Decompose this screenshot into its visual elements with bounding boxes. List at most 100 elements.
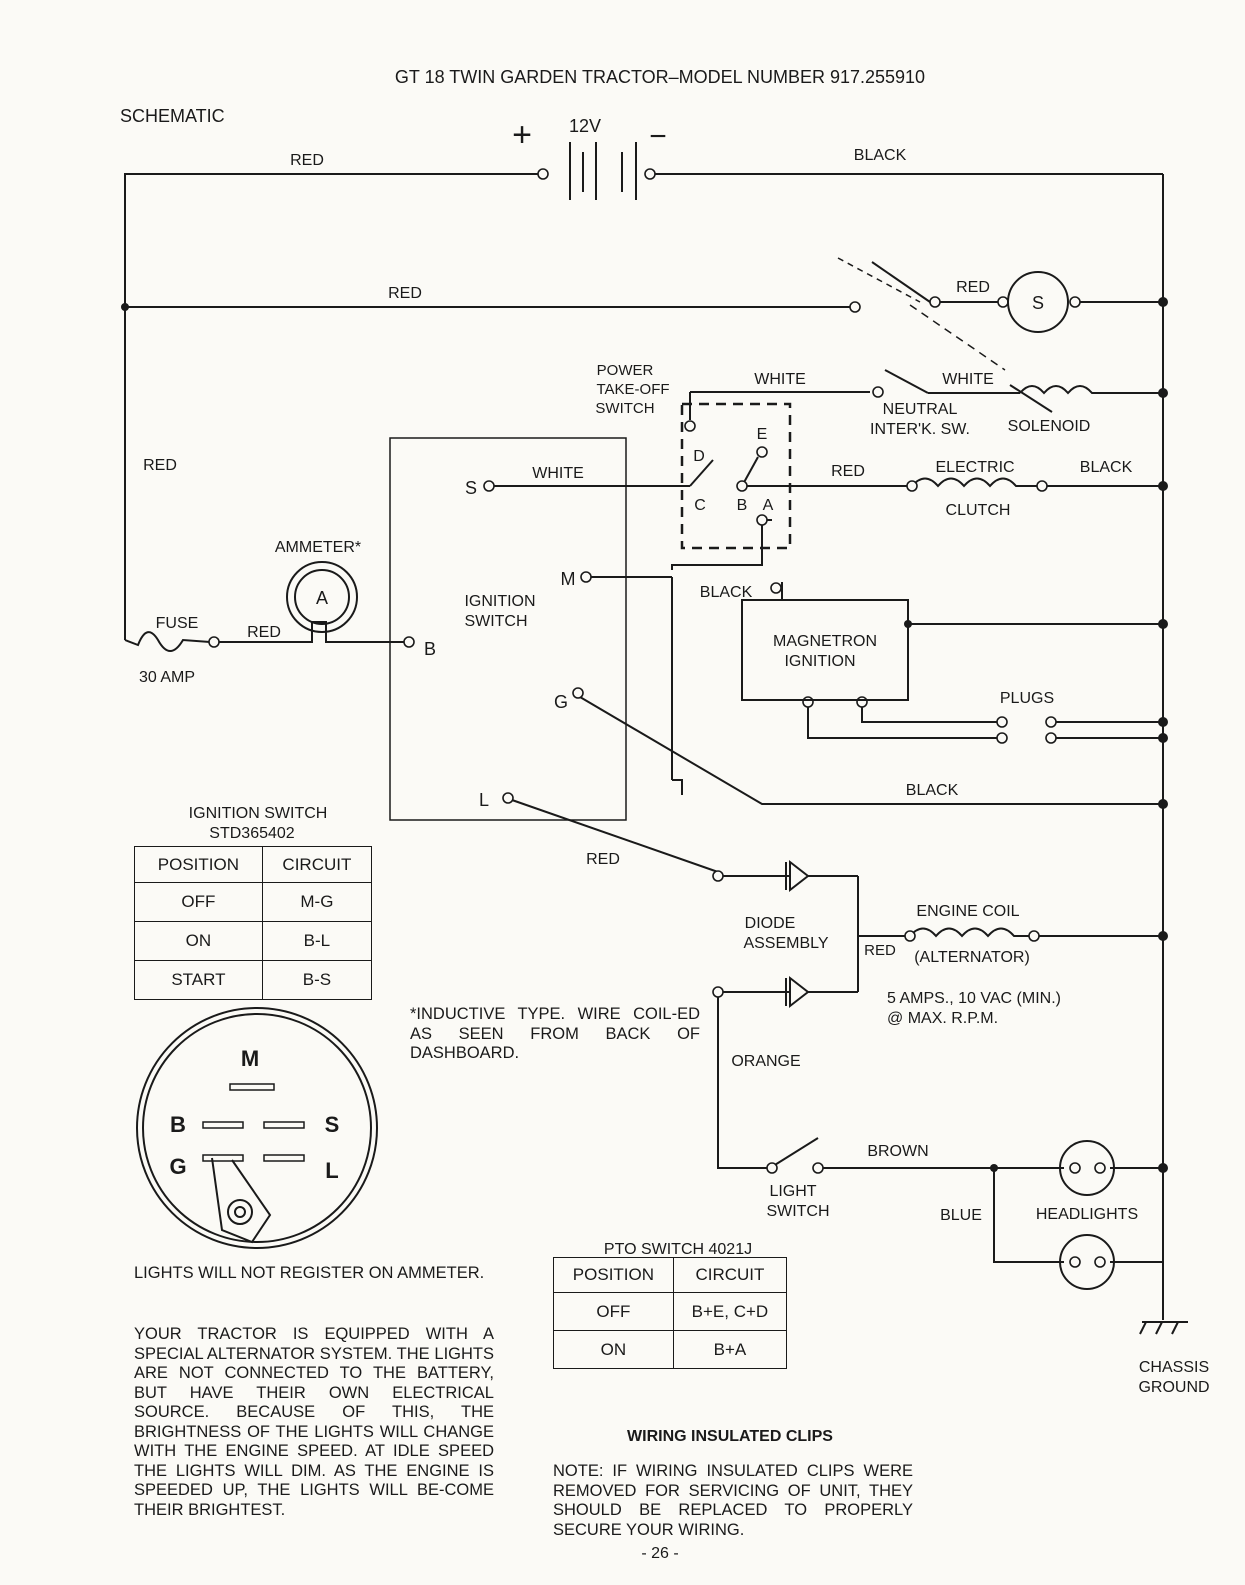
table-row: ON B-L <box>134 921 373 961</box>
battery-positive-label: + <box>512 116 532 154</box>
inductive-note: *INDUCTIVE TYPE. WIRE COIL-ED AS SEEN FR… <box>410 1005 700 1062</box>
alternator-note: YOUR TRACTOR IS EQUIPPED WITH A SPECIAL … <box>134 1325 494 1519</box>
page-title: GT 18 TWIN GARDEN TRACTOR–MODEL NUMBER 9… <box>395 67 925 87</box>
wire-label-red: RED <box>247 624 281 641</box>
ignition-terminal-s: S <box>465 478 477 498</box>
chassis-ground-label: CHASSIS <box>1139 1359 1209 1376</box>
ammeter-label: AMMETER* <box>275 539 361 556</box>
table-header: CIRCUIT <box>261 846 373 883</box>
pto-switch-table: POSITION CIRCUIT OFF B+E, C+D ON B+A <box>553 1257 788 1369</box>
coil-rating: 5 AMPS., 10 VAC (MIN.) <box>887 990 1061 1007</box>
headlights-label: HEADLIGHTS <box>1036 1206 1138 1223</box>
light-switch-label: SWITCH <box>766 1203 829 1220</box>
wire-label-black: BLACK <box>1080 459 1133 476</box>
light-switch-label: LIGHT <box>769 1183 816 1200</box>
ignition-terminal-l: L <box>479 790 489 810</box>
wire-label-white: WHITE <box>942 371 994 388</box>
pto-table-title: PTO SWITCH 4021J <box>604 1241 752 1258</box>
table-cell: B+E, C+D <box>672 1292 788 1331</box>
table-cell: OFF <box>134 882 263 922</box>
face-label-l: L <box>325 1158 338 1183</box>
ignition-terminal-g: G <box>554 692 568 712</box>
fuse-rating: 30 AMP <box>139 669 195 686</box>
headlight-icon <box>1059 1140 1115 1290</box>
table-row: OFF B+E, C+D <box>553 1292 788 1331</box>
battery-icon <box>569 142 637 200</box>
ignition-table-part: STD365402 <box>209 825 294 842</box>
ignition-table-title: IGNITION SWITCH <box>189 805 328 822</box>
pto-switch-label: POWER <box>597 362 654 379</box>
pto-switch-label: TAKE-OFF <box>596 381 669 398</box>
pto-terminal-e: E <box>757 426 768 443</box>
pto-terminal-b: B <box>737 497 748 514</box>
diode-assembly-label: ASSEMBLY <box>743 935 828 952</box>
face-label-s: S <box>325 1112 340 1137</box>
junction-dots <box>121 297 1168 1173</box>
ignition-switch-label: IGNITION <box>464 593 535 610</box>
chassis-ground-icon <box>1139 1321 1188 1335</box>
ignition-switch-face <box>136 1007 378 1249</box>
ignition-switch-label: SWITCH <box>464 613 527 630</box>
diode-assembly-label: DIODE <box>745 915 796 932</box>
page-number: - 26 - <box>641 1545 678 1562</box>
clutch-label: CLUTCH <box>946 502 1011 519</box>
ignition-terminal-b: B <box>424 639 436 659</box>
wire-label-white: WHITE <box>532 465 584 482</box>
ignition-terminal-m: M <box>561 569 576 589</box>
pto-terminal-c: C <box>694 497 706 514</box>
chassis-ground-label: GROUND <box>1138 1379 1209 1396</box>
battery-negative-label: − <box>649 120 667 153</box>
lights-note: LIGHTS WILL NOT REGISTER ON AMMETER. <box>134 1264 485 1282</box>
magnetron-label: IGNITION <box>784 653 855 670</box>
ignition-switch-table: POSITION CIRCUIT OFF M-G ON B-L START B-… <box>134 846 373 1000</box>
wire-label-black: BLACK <box>854 147 907 164</box>
pto-terminal-a: A <box>763 497 774 514</box>
solenoid-label: SOLENOID <box>1008 418 1091 435</box>
table-cell: OFF <box>553 1292 674 1331</box>
battery-voltage: 12V <box>569 116 601 136</box>
table-cell: ON <box>553 1330 674 1369</box>
pto-terminal-d: D <box>693 448 705 465</box>
table-cell: B+A <box>672 1330 788 1369</box>
clips-note: NOTE: IF WIRING INSULATED CLIPS WERE REM… <box>553 1462 913 1539</box>
wire-label-red: RED <box>956 279 990 296</box>
table-cell: B-S <box>261 960 373 1000</box>
engine-coil-label: ENGINE COIL <box>916 903 1019 920</box>
wire-label-red: RED <box>831 463 865 480</box>
pto-switch-label: SWITCH <box>595 400 654 417</box>
wire-label-red: RED <box>143 457 177 474</box>
neutral-switch-label: NEUTRAL <box>883 401 958 418</box>
section-label: SCHEMATIC <box>120 106 225 126</box>
wire-label-orange: ORANGE <box>731 1053 800 1070</box>
neutral-switch-label: INTER'K. SW. <box>870 421 970 438</box>
wire-label-blue: BLUE <box>940 1207 982 1224</box>
ammeter-symbol: A <box>316 588 328 608</box>
table-row: START B-S <box>134 960 373 1000</box>
starter-symbol: S <box>1032 293 1044 313</box>
clips-title: WIRING INSULATED CLIPS <box>627 1428 833 1445</box>
magnetron-box <box>741 599 909 701</box>
wiring <box>124 173 1164 1320</box>
wire-label-brown: BROWN <box>867 1143 928 1160</box>
wire-label-white: WHITE <box>754 371 806 388</box>
ignition-switch-box <box>389 437 627 821</box>
face-label-b: B <box>170 1112 186 1137</box>
engine-coil-label: (ALTERNATOR) <box>914 949 1030 966</box>
wire-label-black: BLACK <box>906 782 959 799</box>
table-row: ON B+A <box>553 1330 788 1369</box>
face-label-m: M <box>241 1046 259 1071</box>
table-header: CIRCUIT <box>672 1257 788 1293</box>
table-cell: START <box>134 960 263 1000</box>
ammeter-icon <box>286 561 358 633</box>
wire-label-red: RED <box>388 285 422 302</box>
wire-label-red: RED <box>864 942 896 959</box>
fuse-label: FUSE <box>156 615 199 632</box>
wire-label-red: RED <box>586 851 620 868</box>
pto-switch-box <box>680 402 792 550</box>
wire-label-black: BLACK <box>700 584 753 601</box>
clutch-label: ELECTRIC <box>935 459 1014 476</box>
coil-rating: @ MAX. R.P.M. <box>887 1010 998 1027</box>
starter-motor-icon <box>1007 271 1069 333</box>
table-header: POSITION <box>553 1257 674 1293</box>
